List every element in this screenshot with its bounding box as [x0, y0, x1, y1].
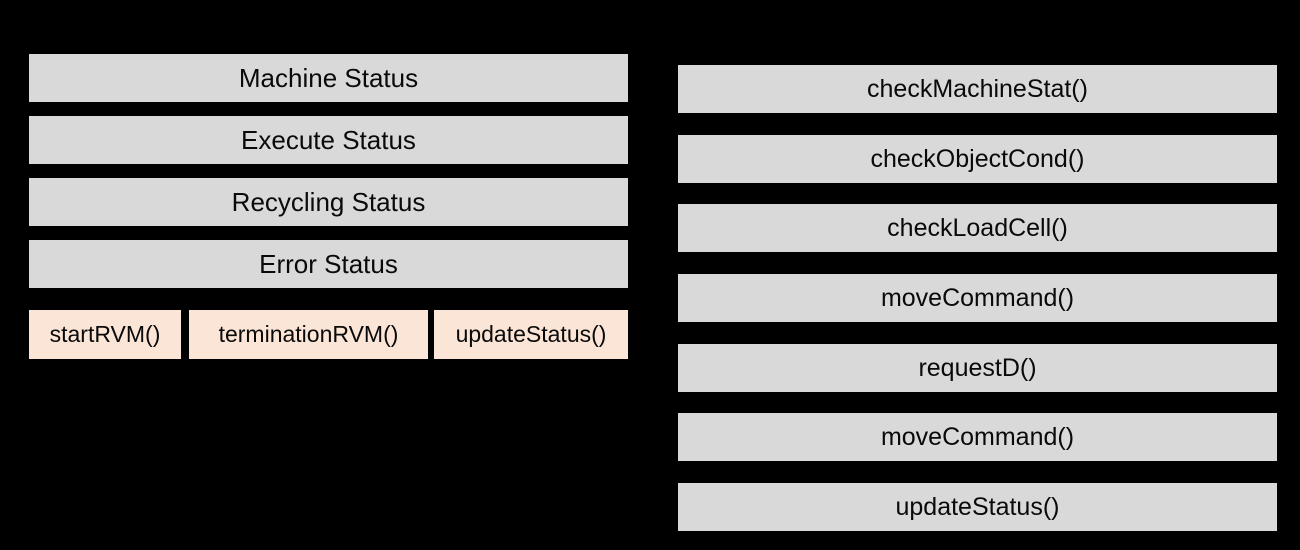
method-box-update-status: updateStatus(): [434, 310, 628, 359]
method-bar-move-command-1: moveCommand(): [678, 274, 1277, 322]
method-bar-check-object-cond: checkObjectCond(): [678, 135, 1277, 183]
method-bar-request-d: requestD(): [678, 344, 1277, 392]
status-bar-error-status: Error Status: [29, 240, 628, 288]
method-bar-check-machine-stat: checkMachineStat(): [678, 65, 1277, 113]
status-bar-machine-status: Machine Status: [29, 54, 628, 102]
method-bar-move-command-2: moveCommand(): [678, 413, 1277, 461]
method-bar-check-load-cell: checkLoadCell(): [678, 204, 1277, 252]
method-box-termination-rvm: terminationRVM(): [189, 310, 428, 359]
status-bar-recycling-status: Recycling Status: [29, 178, 628, 226]
method-box-start-rvm: startRVM(): [29, 310, 181, 359]
status-bar-execute-status: Execute Status: [29, 116, 628, 164]
method-bar-update-status: updateStatus(): [678, 483, 1277, 531]
